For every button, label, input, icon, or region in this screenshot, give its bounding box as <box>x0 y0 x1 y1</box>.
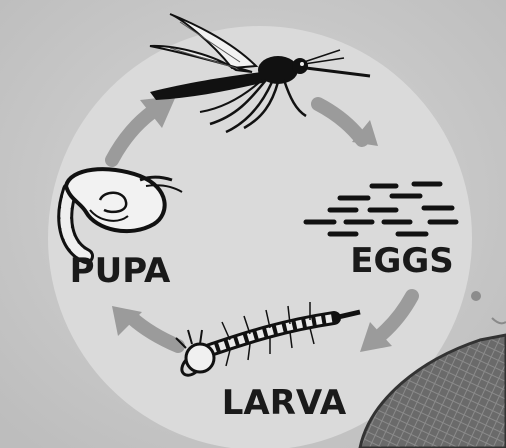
pupa-label: PUPA <box>70 251 171 291</box>
larva-label: LARVA <box>222 383 347 423</box>
eggs-label: EGGS <box>350 241 454 281</box>
